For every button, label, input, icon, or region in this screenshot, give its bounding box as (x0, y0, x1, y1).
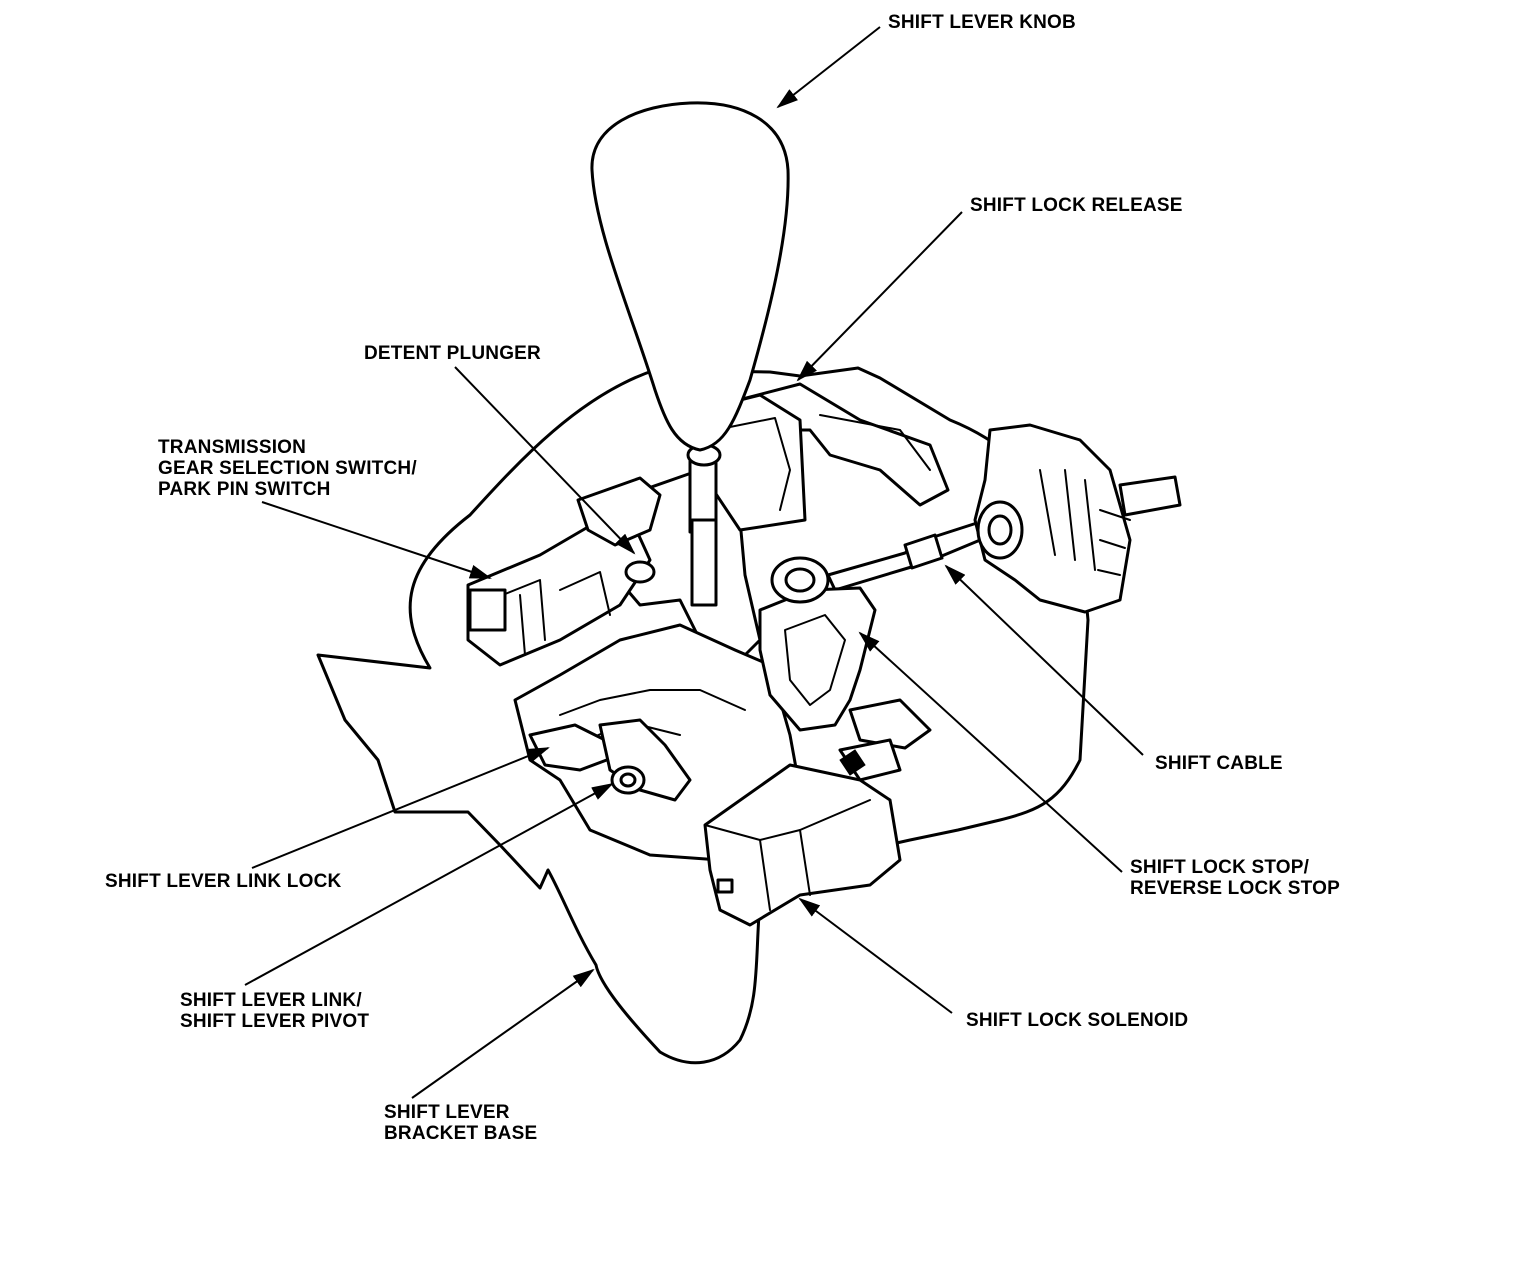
shift-cable-assembly (826, 423, 1182, 614)
leader-shift-lever-bracket-base (411, 968, 595, 1099)
leader-transmission-switch (261, 501, 492, 579)
leader-detent-plunger (454, 366, 636, 555)
leader-lines (244, 26, 1144, 1099)
label-shift-lever-link-pivot: SHIFT LEVER LINK/ SHIFT LEVER PIVOT (180, 990, 370, 1032)
shift-lock-solenoid (703, 749, 902, 927)
label-transmission-switch: TRANSMISSION GEAR SELECTION SWITCH/ PARK… (158, 437, 417, 500)
label-shift-lock-solenoid: SHIFT LOCK SOLENOID (966, 1010, 1189, 1031)
label-detent-plunger: DETENT PLUNGER (364, 343, 541, 364)
leader-shift-lock-solenoid (798, 897, 953, 1014)
leader-shift-lever-knob (776, 26, 881, 109)
label-shift-lock-release: SHIFT LOCK RELEASE (970, 195, 1183, 216)
leader-shift-cable (944, 564, 1144, 756)
lock-stop (758, 556, 932, 782)
label-shift-lever-bracket-base: SHIFT LEVER BRACKET BASE (384, 1102, 538, 1144)
label-shift-lever-link-lock: SHIFT LEVER LINK LOCK (105, 871, 342, 892)
leader-shift-lever-link-pivot (244, 783, 614, 986)
leader-shift-lock-stop (858, 631, 1123, 873)
leader-shift-lever-link-lock (251, 747, 550, 869)
label-shift-lever-knob: SHIFT LEVER KNOB (888, 12, 1076, 33)
lever-shaft (686, 443, 722, 607)
transmission-switch (466, 476, 662, 667)
leader-shift-lock-release (796, 211, 963, 382)
shift-knob (590, 101, 790, 452)
label-shift-cable: SHIFT CABLE (1155, 753, 1283, 774)
label-shift-lock-stop: SHIFT LOCK STOP/ REVERSE LOCK STOP (1130, 857, 1340, 899)
